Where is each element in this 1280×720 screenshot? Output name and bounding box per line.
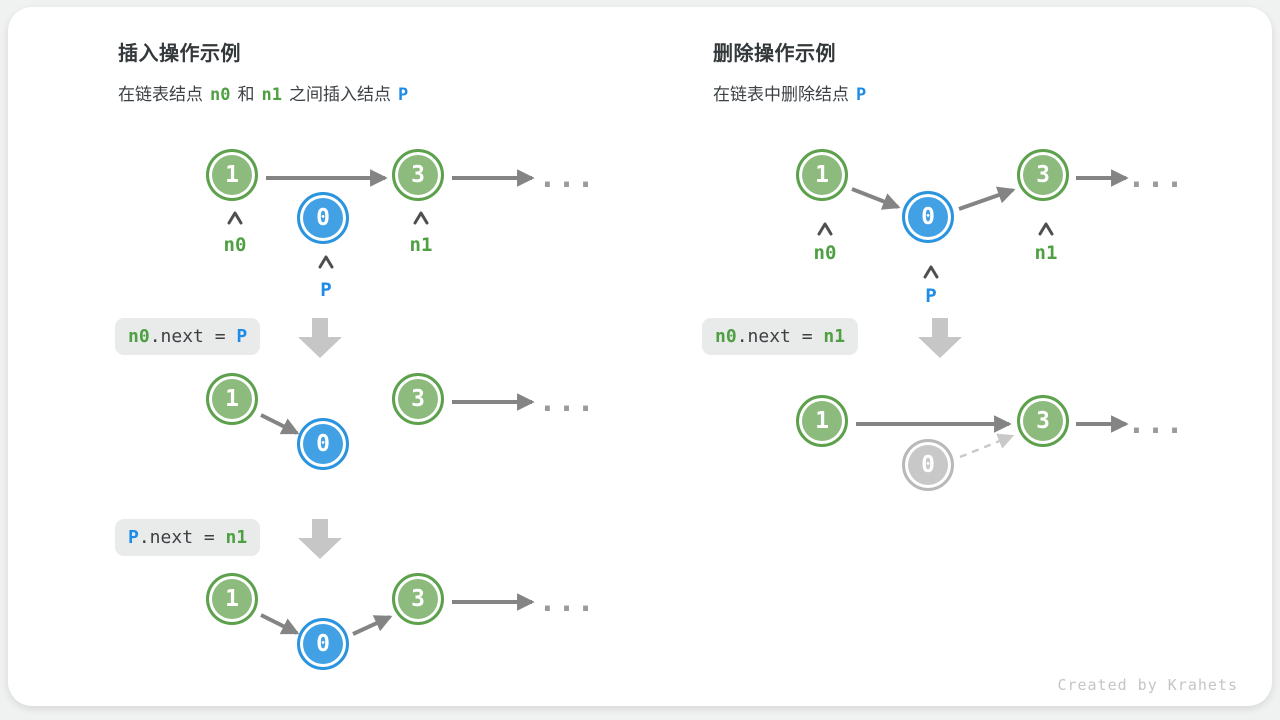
ellipsis: ... <box>538 160 596 195</box>
code-n0-next-n1: n0.next = n1 <box>702 318 859 355</box>
delete-section-title: 删除操作示例 <box>713 43 836 65</box>
node-value: 0 <box>316 631 330 657</box>
list-node-3: 3 <box>1017 395 1069 447</box>
code-token: .next = <box>138 527 226 548</box>
pointer-label-p: P <box>320 279 332 301</box>
pointer-label-n0: n0 <box>813 242 837 264</box>
ellipsis: ... <box>538 584 596 619</box>
ellipsis: ... <box>1127 160 1185 195</box>
list-node-3: 3 <box>392 149 444 201</box>
code-token-n0: n0 <box>715 326 737 347</box>
list-node-0-deleted: 0 <box>902 439 954 491</box>
node-value: 3 <box>1036 162 1050 188</box>
node-value: 3 <box>1036 408 1050 434</box>
node-value: 0 <box>921 204 935 230</box>
insert-section-subtitle: 在链表结点 n0 和 n1 之间插入结点 P <box>118 80 415 105</box>
node-value: 1 <box>225 586 239 612</box>
pointer-label-n1: n1 <box>1034 242 1058 264</box>
code-token-p: P <box>128 527 139 548</box>
subtitle-text: 在链表中删除结点 <box>713 85 849 104</box>
list-node-1: 1 <box>206 149 258 201</box>
subtitle-text: 之间插入结点 <box>288 85 391 104</box>
list-node-0-p: 0 <box>297 418 349 470</box>
var-p: P <box>856 85 867 105</box>
code-p-next-n1: P.next = n1 <box>115 519 261 556</box>
pointer-label-p: P <box>925 285 937 307</box>
node-value: 3 <box>411 162 425 188</box>
list-node-3: 3 <box>1017 149 1069 201</box>
var-p: P <box>397 85 409 105</box>
list-node-3: 3 <box>392 573 444 625</box>
list-node-1: 1 <box>206 373 258 425</box>
code-token-n1: n1 <box>823 326 846 347</box>
pointer-label-n0: n0 <box>223 234 247 256</box>
node-value: 1 <box>815 162 829 188</box>
var-n1: n1 <box>261 85 282 105</box>
pointer-label-n1: n1 <box>409 234 433 256</box>
ellipsis: ... <box>1127 406 1185 441</box>
code-token-p: P <box>236 326 248 347</box>
node-value: 1 <box>815 408 829 434</box>
node-value: 1 <box>225 162 239 188</box>
node-value: 3 <box>411 586 425 612</box>
delete-section-subtitle: 在链表中删除结点 P <box>713 80 873 105</box>
code-token-n0: n0 <box>128 326 150 347</box>
list-node-1: 1 <box>796 395 848 447</box>
list-node-0-p: 0 <box>297 192 349 244</box>
list-node-0-p: 0 <box>297 618 349 670</box>
watermark-credit: Created by Krahets <box>1057 676 1238 694</box>
ellipsis: ... <box>538 384 596 419</box>
list-node-1: 1 <box>796 149 848 201</box>
node-value: 0 <box>921 452 935 478</box>
list-node-3: 3 <box>392 373 444 425</box>
subtitle-text: 和 <box>237 85 255 104</box>
node-value: 1 <box>225 386 239 412</box>
list-node-1: 1 <box>206 573 258 625</box>
insert-section-title: 插入操作示例 <box>118 43 241 65</box>
code-token: .next = <box>149 326 237 347</box>
node-value: 0 <box>316 431 330 457</box>
list-node-0-p: 0 <box>902 191 954 243</box>
subtitle-text: 在链表结点 <box>118 85 203 104</box>
node-value: 0 <box>316 205 330 231</box>
diagram-card <box>8 7 1272 706</box>
node-value: 3 <box>411 386 425 412</box>
code-token: .next = <box>736 326 824 347</box>
code-token-n1: n1 <box>225 527 248 548</box>
var-n0: n0 <box>210 85 231 105</box>
code-n0-next-p: n0.next = P <box>115 318 261 355</box>
